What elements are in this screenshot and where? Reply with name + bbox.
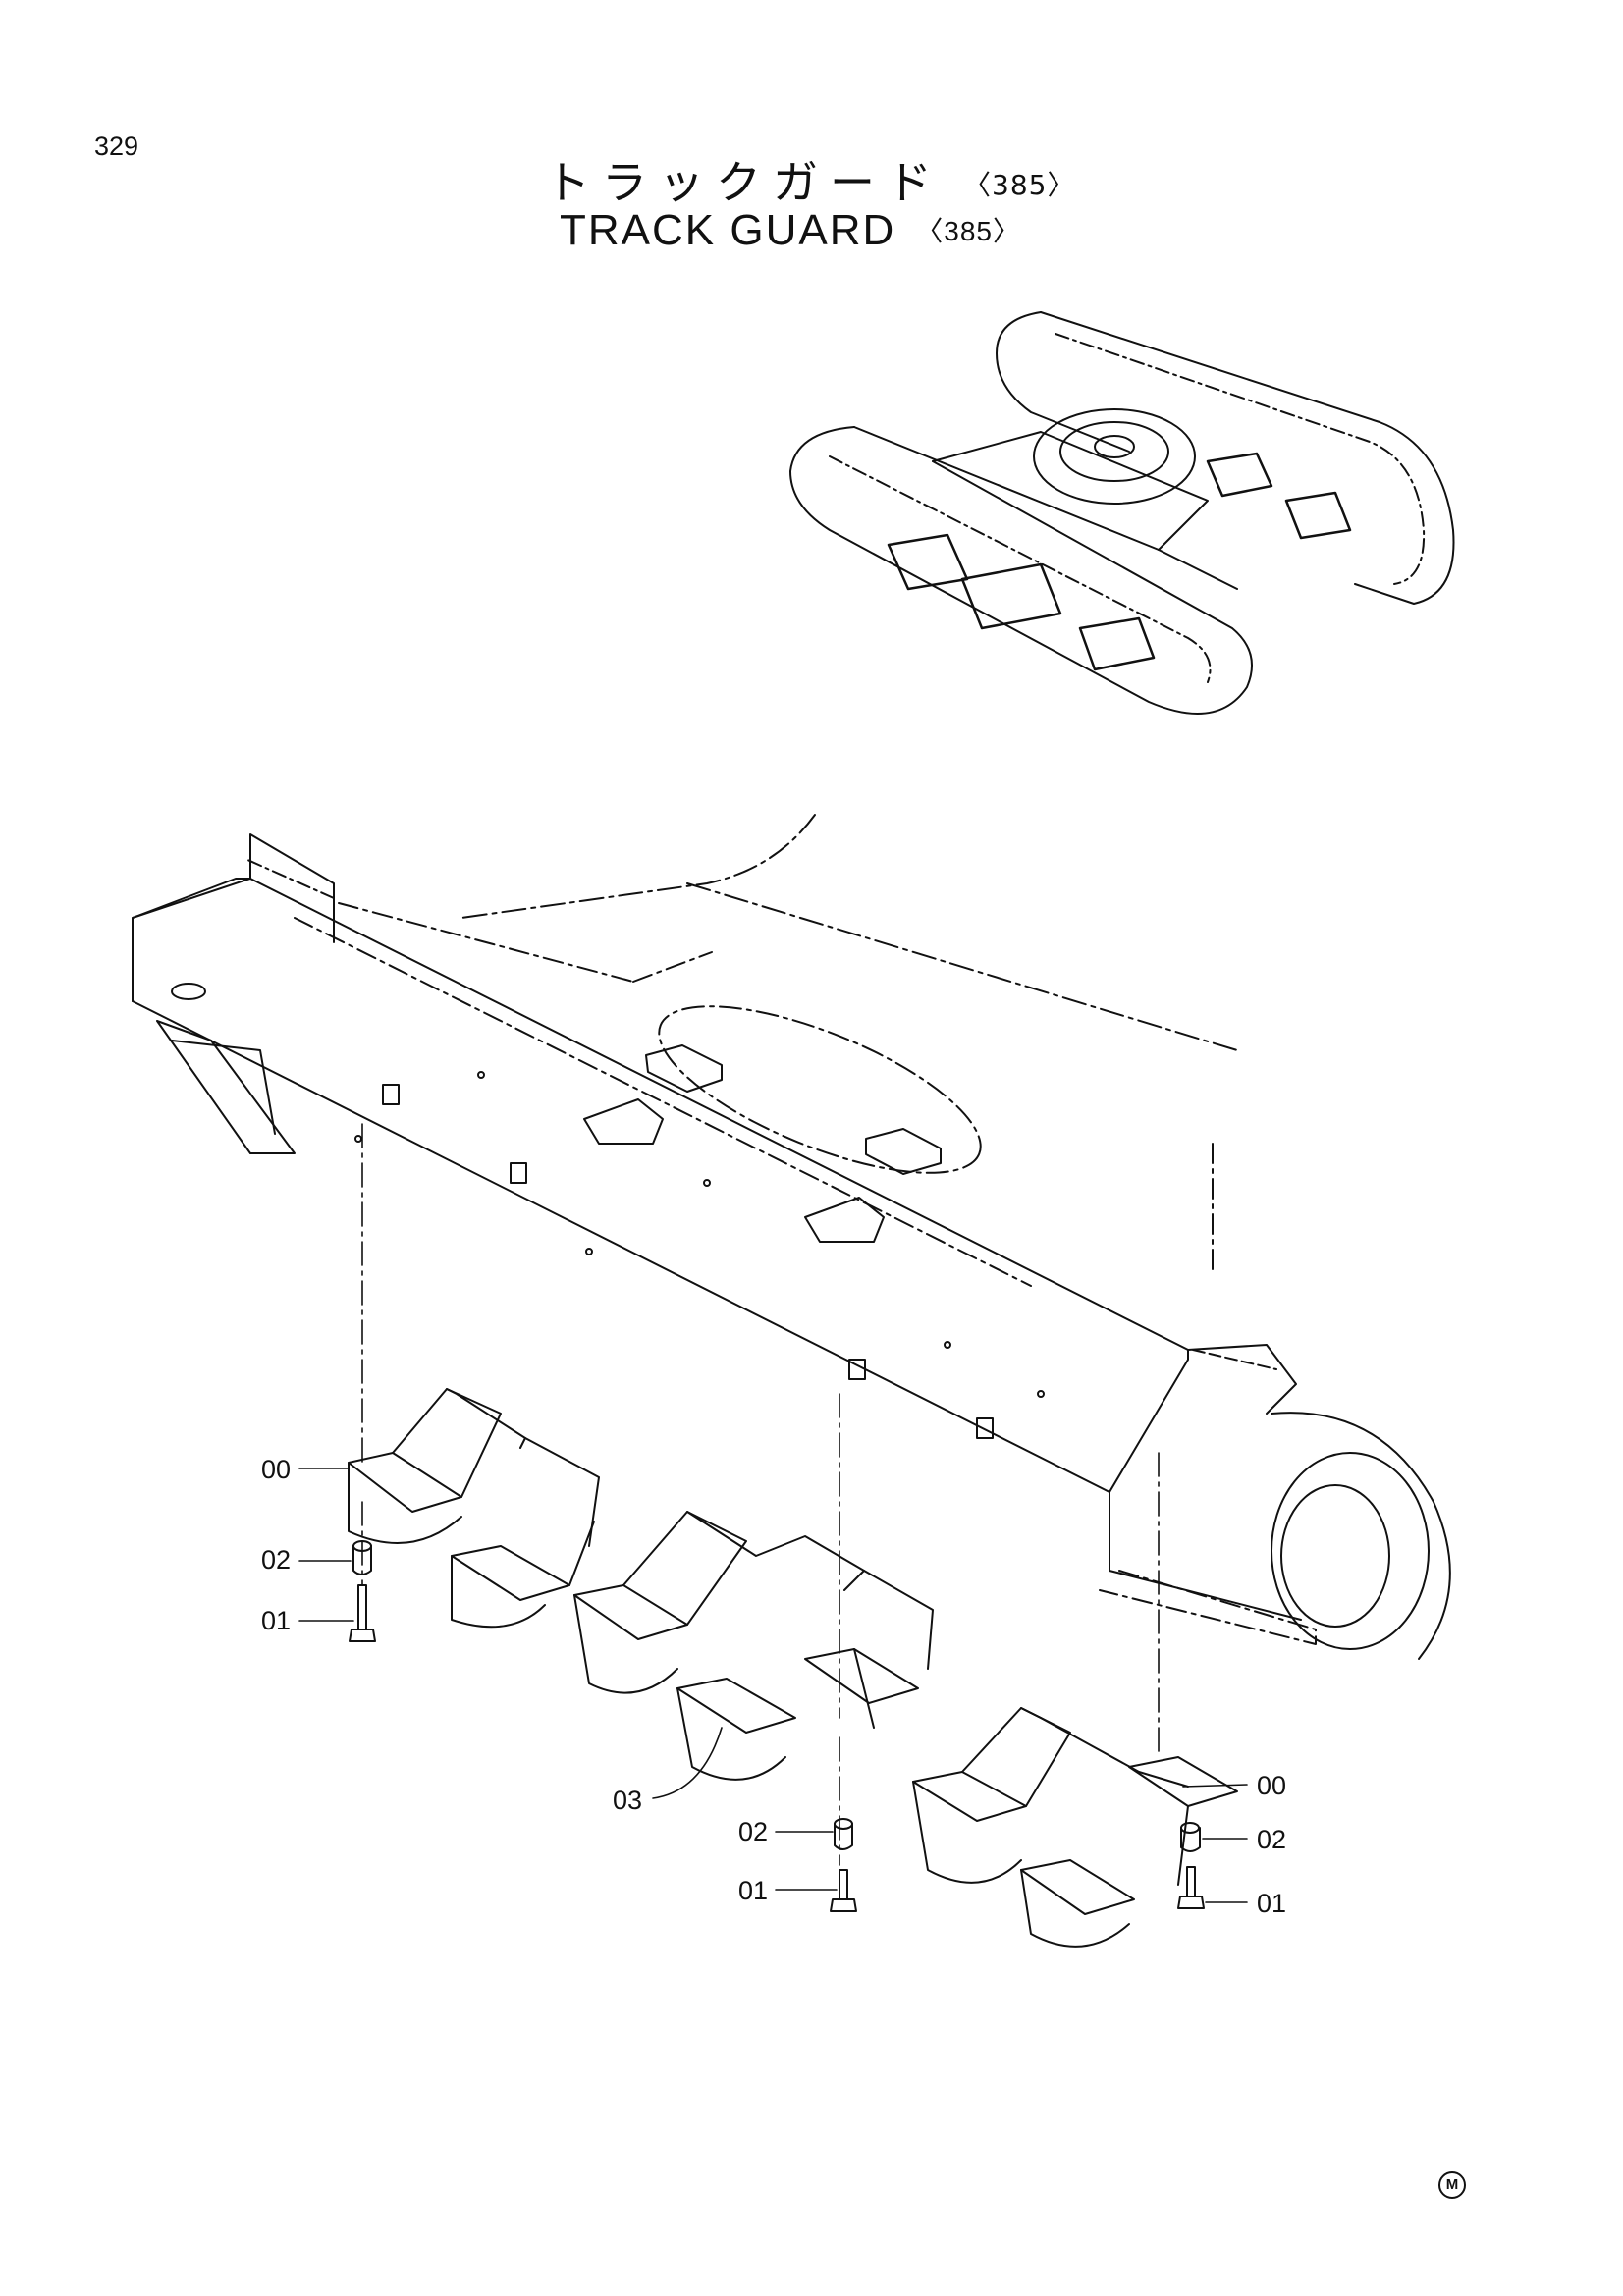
frame-slot	[171, 983, 206, 1000]
overview-track-guard-back	[1206, 452, 1352, 540]
page-number: 329	[94, 132, 139, 161]
idler-hub	[1271, 1452, 1430, 1650]
overview-undercarriage	[789, 311, 1455, 715]
callout-labels: 00 02 01 03 02 01 00 02 01	[261, 1455, 1286, 1918]
title-english-code: 〈385〉	[915, 216, 1021, 246]
callout-01-left: 01	[261, 1606, 291, 1635]
frame-mount-pads	[645, 1044, 942, 1175]
callout-01-right: 01	[1257, 1889, 1286, 1918]
title-japanese: トラックガード〈385〉	[545, 147, 1075, 212]
callout-01-mid: 01	[738, 1876, 768, 1905]
leader-lines	[298, 1468, 1248, 1903]
callout-00-left: 00	[261, 1455, 291, 1484]
title-english: TRACK GUARD 〈385〉	[560, 206, 1021, 255]
overview-track-front	[789, 426, 1253, 715]
frame-holes	[354, 1071, 1045, 1398]
overview-swing-bearing	[1033, 408, 1196, 505]
frame-bearing-outline	[658, 1005, 982, 1174]
track-guard-left	[348, 1388, 600, 1629]
fastener-right	[1177, 1822, 1205, 1909]
callout-00-right: 00	[1257, 1771, 1286, 1800]
callout-02-right: 02	[1257, 1825, 1286, 1854]
track-guard-center	[573, 1511, 934, 1781]
title-english-text: TRACK GUARD	[560, 206, 896, 254]
callout-02-mid: 02	[738, 1817, 768, 1846]
frame-window-cutouts	[583, 1098, 885, 1243]
assembly-lines	[361, 1123, 1160, 1866]
overview-frame	[932, 431, 1238, 590]
track-frame	[132, 814, 1451, 1660]
frame-bolt-bosses	[382, 1084, 994, 1439]
corner-circled-mark: M	[1438, 2171, 1466, 2199]
fastener-mid	[830, 1818, 857, 1912]
title-japanese-text: トラックガード	[545, 156, 944, 209]
callout-03: 03	[613, 1786, 642, 1815]
callout-02-left: 02	[261, 1545, 291, 1575]
title-japanese-code: 〈385〉	[963, 169, 1076, 201]
track-guard-right	[912, 1707, 1238, 1948]
overview-track-guard-front	[887, 533, 1156, 671]
overview-track-back	[996, 311, 1455, 605]
